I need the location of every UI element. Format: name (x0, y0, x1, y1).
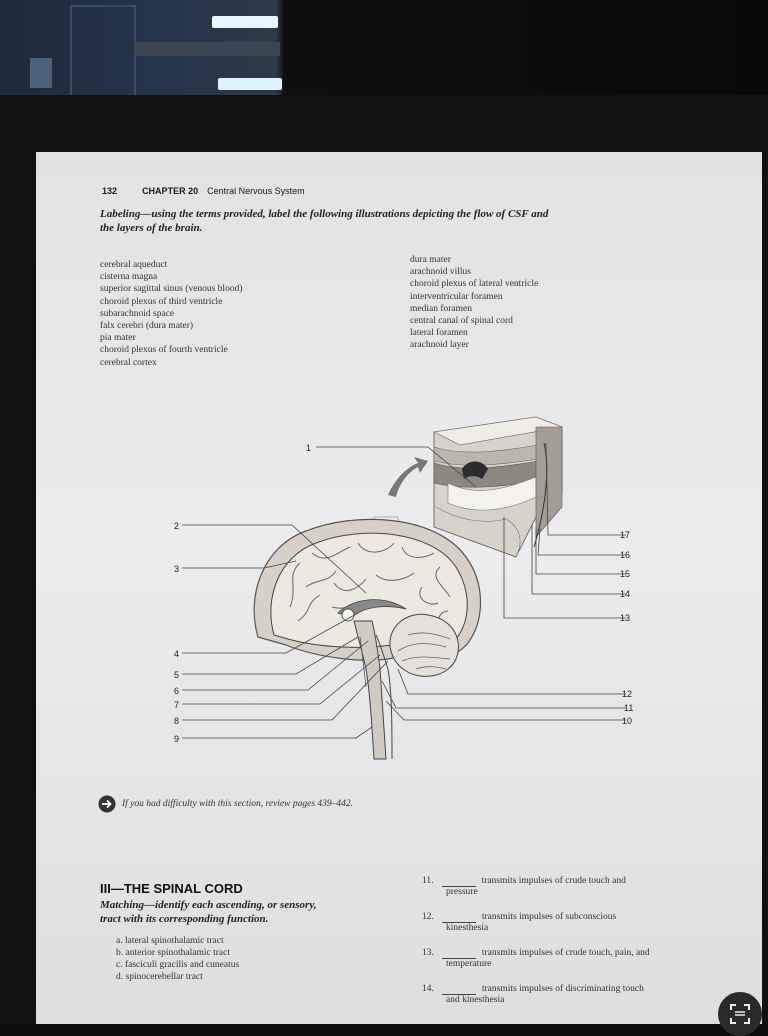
diagram-label-2: 2 (174, 521, 179, 531)
question-text-cont: pressure (446, 887, 478, 897)
diagram-label-6: 6 (174, 686, 179, 696)
scan-button[interactable] (718, 992, 762, 1036)
background-light (218, 78, 282, 90)
question-number: 13. (422, 948, 434, 958)
diagram-label-7: 7 (174, 700, 179, 710)
meninges-inset (433, 416, 564, 558)
option-item: a. lateral spinothalamic tract (116, 936, 224, 946)
brain-sagittal-section (253, 518, 482, 760)
diagram-label-8: 8 (174, 716, 179, 726)
term-item: cerebral cortex (100, 357, 157, 368)
term-item: interventricular foramen (410, 291, 503, 302)
term-item: cisterna magna (100, 272, 158, 283)
question-text-cont: and kinesthesia (446, 995, 505, 1005)
question-11: 11. transmits impulses of crude touch and… (422, 876, 626, 898)
term-item: subarachnoid space (100, 308, 175, 319)
question-text: transmits impulses of crude touch, pain,… (481, 948, 650, 958)
question-number: 14. (422, 984, 434, 994)
background-doorframe (70, 5, 136, 97)
answer-blank[interactable] (441, 877, 476, 887)
diagram-label-16: 16 (620, 550, 630, 560)
answer-blank[interactable] (441, 949, 476, 959)
diagram-label-3: 3 (174, 564, 179, 574)
diagram-label-12: 12 (622, 689, 632, 699)
diagram-label-15: 15 (620, 569, 630, 579)
page-header: 132 CHAPTER 20 Central Nervous System (102, 186, 305, 196)
term-item: median foramen (410, 303, 472, 314)
diagram-label-10: 10 (622, 716, 632, 726)
chapter-label: CHAPTER 20 (142, 186, 199, 196)
term-item: superior sagittal sinus (venous blood) (100, 284, 243, 295)
question-12: 12. transmits impulses of subconscious ki… (422, 912, 616, 934)
term-item: arachnoid layer (410, 340, 469, 351)
section-title: III—THE SPINAL CORD (100, 881, 243, 896)
option-item: c. fasciculi gracilis and cuneatus (116, 960, 240, 970)
question-text-cont: temperature (446, 959, 492, 969)
labeling-instructions: Labeling—using the terms provided, label… (100, 207, 548, 235)
term-item: arachnoid villus (410, 267, 471, 278)
question-text-cont: kinesthesia (446, 923, 489, 933)
diagram-label-5: 5 (174, 670, 179, 680)
term-item: lateral foramen (410, 328, 468, 339)
matching-options: a. lateral spinothalamic tract b. anteri… (116, 935, 239, 983)
term-item: dura mater (410, 255, 451, 265)
question-text: transmits impulses of discriminating tou… (481, 984, 644, 994)
diagram-label-17: 17 (620, 530, 630, 540)
terms-list-right: dura mater arachnoid villus choroid plex… (410, 254, 538, 352)
curved-arrow-icon (388, 457, 428, 497)
question-number: 12. (422, 912, 434, 922)
diagram-label-9: 9 (174, 734, 179, 744)
option-item: b. anterior spinothalamic tract (116, 948, 230, 958)
question-number: 11. (422, 876, 434, 886)
csf-flow-illustration: 1 2 3 4 5 6 7 8 9 10 11 12 13 14 15 16 1… (174, 416, 633, 760)
term-item: pia mater (100, 333, 136, 344)
diagram-label-4: 4 (174, 649, 179, 659)
background-light (212, 16, 278, 28)
label-leader-lines (182, 442, 626, 739)
labeling-instructions-line: the layers of the brain. (100, 222, 203, 234)
diagram-label-13: 13 (620, 613, 630, 623)
review-note-text: If you had difficulty with this section,… (122, 799, 354, 809)
question-text: transmits impulses of crude touch and (481, 876, 626, 886)
background-room (0, 0, 768, 95)
term-item: cerebral aqueduct (100, 260, 168, 270)
answer-blank[interactable] (441, 913, 476, 923)
term-item: choroid plexus of fourth ventricle (100, 345, 228, 356)
matching-instructions-line: tract with its corresponding function. (100, 913, 269, 925)
terms-list-left: cerebral aqueduct cisterna magna superio… (100, 259, 242, 369)
diagram-label-1: 1 (306, 443, 311, 453)
question-text: transmits impulses of subconscious (481, 912, 617, 922)
scan-icon (730, 1004, 750, 1024)
question-14: 14. transmits impulses of discriminating … (422, 984, 644, 1006)
term-item: central canal of spinal cord (410, 316, 513, 327)
chapter-title: Central Nervous System (207, 186, 305, 196)
review-note: If you had difficulty with this section,… (98, 795, 353, 813)
term-item: falx cerebri (dura mater) (100, 321, 194, 332)
labeling-instructions-line: Labeling—using the terms provided, label… (100, 208, 549, 220)
diagram-label-14: 14 (620, 589, 630, 599)
term-item: choroid plexus of third ventricle (100, 296, 223, 307)
background-shelf (134, 42, 280, 56)
arrow-circle-icon (98, 795, 116, 813)
matching-instructions-line: Matching—identify each ascending, or sen… (100, 899, 317, 911)
question-13: 13. transmits impulses of crude touch, pa… (422, 948, 650, 970)
matching-instructions: Matching—identify each ascending, or sen… (100, 898, 317, 926)
page-number: 132 (102, 186, 118, 196)
background-object (30, 58, 52, 88)
textbook-page: 132 CHAPTER 20 Central Nervous System La… (36, 152, 762, 1024)
option-item: d. spinocerebellar tract (116, 972, 203, 982)
diagram-label-11: 11 (624, 703, 633, 713)
term-item: choroid plexus of lateral ventricle (410, 279, 539, 290)
answer-blank[interactable] (441, 985, 476, 995)
